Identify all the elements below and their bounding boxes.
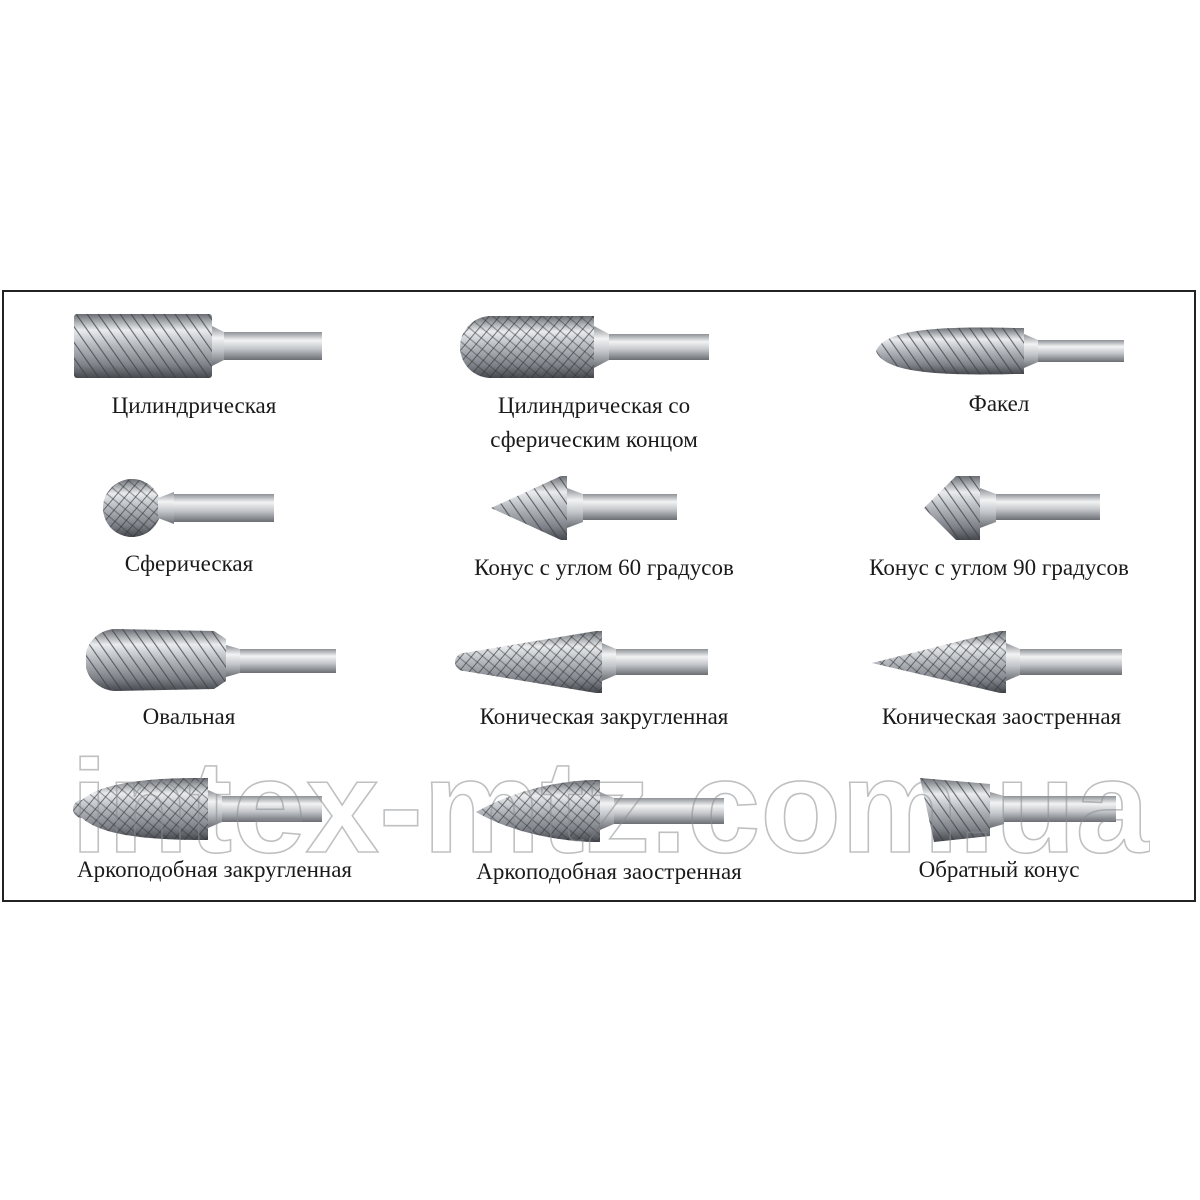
burr-item-oval: Овальная — [4, 617, 404, 767]
burr-label: Факел — [968, 391, 1030, 416]
burr-item-cylindrical-ball: Цилиндрическая со сферическим концом — [404, 292, 804, 452]
burr-label: Обратный конус — [918, 857, 1080, 882]
taper-radius-icon — [455, 631, 708, 693]
burr-label: Конус с углом 90 градусов — [869, 555, 1129, 580]
cone-90-icon — [924, 476, 1100, 540]
burr-types-panel: Цилиндрическая Цилиндрическая со сфериче… — [2, 290, 1196, 902]
burr-item-torch: Факел — [804, 292, 1194, 452]
burr-label: Коническая заостренная — [881, 704, 1122, 729]
burr-item-arch-pointed: Аркоподобная заостренная — [404, 770, 804, 900]
burr-label-line2: сферическим концом — [490, 427, 698, 452]
burr-label: Сферическая — [124, 551, 254, 576]
burr-label: Цилиндрическая — [111, 393, 277, 418]
tree-radius-icon — [73, 778, 322, 840]
tree-point-icon — [476, 780, 724, 842]
taper-point-icon — [872, 631, 1122, 693]
burr-item-conical-rounded: Коническая закругленная — [404, 617, 804, 767]
oval-icon — [86, 629, 336, 691]
burr-label: Овальная — [142, 704, 236, 729]
burr-label: Коническая закругленная — [479, 704, 729, 729]
burr-label: Конус с углом 60 градусов — [474, 555, 734, 580]
burr-item-inverted-cone: Обратный конус — [804, 770, 1194, 900]
cylinder-ball-end-icon — [460, 316, 709, 378]
cone-60-icon — [491, 476, 677, 540]
burr-label: Аркоподобная закругленная — [76, 857, 353, 882]
flame-icon — [876, 327, 1124, 375]
burr-item-spherical: Сферическая — [4, 462, 404, 612]
burr-label: Цилиндрическая со — [497, 393, 691, 418]
ball-icon — [103, 479, 274, 537]
burr-item-cone60: Конус с углом 60 градусов — [404, 462, 804, 612]
burr-item-conical-pointed: Коническая заостренная — [804, 617, 1194, 767]
burr-item-cylindrical: Цилиндрическая — [4, 292, 404, 452]
burr-label: Аркоподобная заостренная — [476, 859, 742, 884]
burr-item-cone90: Конус с углом 90 градусов — [804, 462, 1194, 612]
burr-item-arch-rounded: Аркоподобная закругленная — [4, 770, 404, 900]
inverted-cone-icon — [920, 778, 1116, 842]
cylinder-icon — [74, 314, 322, 378]
